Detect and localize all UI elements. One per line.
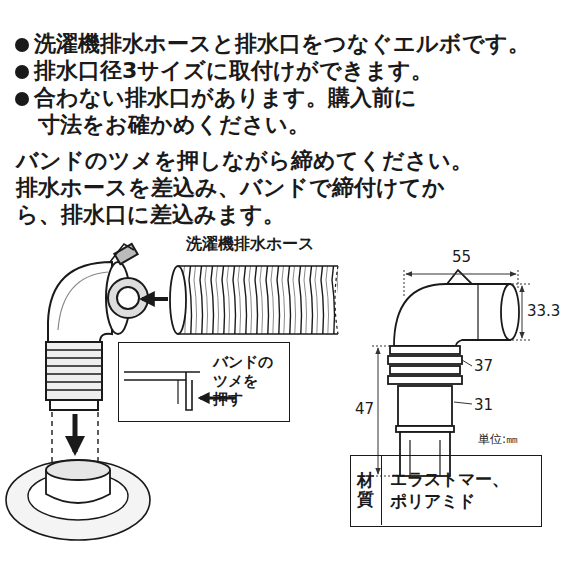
detail-inset-box: バンドの ツメを 押す bbox=[118, 342, 290, 422]
feature-note: 寸法をお確かめください。 bbox=[38, 112, 310, 138]
unit-note: 単位:㎜ bbox=[478, 432, 518, 446]
dimension-value: 31 bbox=[474, 396, 493, 414]
bullet bbox=[15, 38, 29, 106]
instruction-text: バンドのツメを押しながら締めてください。 bbox=[16, 148, 473, 174]
part-label: 洗濯機排水ホース bbox=[186, 234, 314, 253]
instruction-text: 排水ホースを差込み、バンドで締付けてか bbox=[16, 175, 445, 201]
drain-hose bbox=[142, 266, 338, 334]
table-cell: エラストマー、ポリアミド bbox=[390, 468, 514, 512]
drain-port bbox=[6, 412, 150, 540]
table-divider bbox=[381, 456, 382, 525]
elbow-illustration bbox=[46, 244, 148, 410]
elbow-profile bbox=[388, 270, 519, 476]
feature-note: 合わない排水口があります。購入前に bbox=[34, 85, 417, 111]
dimension-value: 55 bbox=[451, 248, 472, 266]
callout-text: バンドの ツメを 押す bbox=[213, 353, 278, 409]
dimension-value: 47 bbox=[354, 400, 375, 418]
feature-note: 洗濯機排水ホースと排水口をつなぐエルボです。 bbox=[34, 31, 530, 57]
dimension-value: 33.3 bbox=[526, 302, 561, 320]
table-header: 材質 bbox=[357, 471, 374, 508]
dimension-line bbox=[372, 270, 530, 476]
material-table: 材質エラストマー、ポリアミド bbox=[350, 455, 542, 527]
instruction-text: ら、排水口に差込みます。 bbox=[16, 202, 285, 228]
dimension-value: 37 bbox=[474, 357, 493, 375]
feature-note: 排水口径3サイズに取付けができます。 bbox=[34, 58, 433, 84]
